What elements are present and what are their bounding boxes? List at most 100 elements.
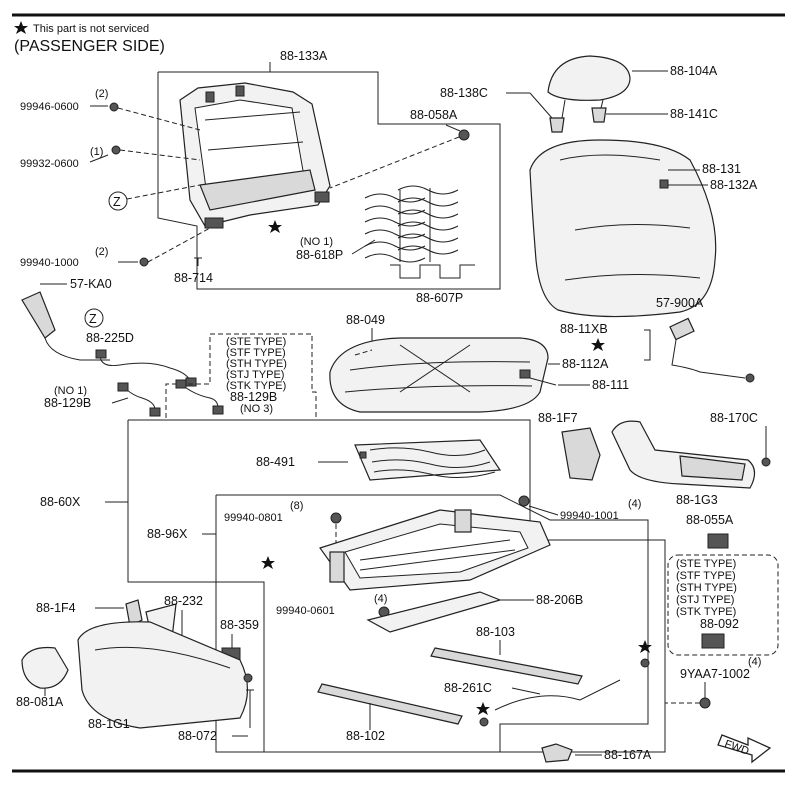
nut-icon — [518, 495, 530, 507]
no3: (NO 3) — [240, 403, 273, 415]
label-88-102: 88-102 — [346, 729, 385, 743]
star-note: This part is not serviced — [33, 23, 149, 35]
clip-icon — [659, 179, 669, 189]
label-88-232: 88-232 — [164, 594, 203, 608]
label-99940-1001: 99940-1001 — [560, 510, 619, 522]
label-88-058A: 88-058A — [410, 108, 458, 122]
forward-arrow-icon — [717, 734, 772, 764]
label-88-072: 88-072 — [178, 729, 217, 743]
label-88-049: 88-049 — [346, 313, 385, 327]
bolt-icon — [699, 697, 711, 709]
qty-9YAA7-1002: (4) — [748, 656, 761, 668]
headrest — [547, 55, 631, 119]
clip-icon — [458, 129, 470, 141]
label-88-11XB: 88-11XB — [560, 322, 608, 336]
label-88-60X: 88-60X — [40, 495, 81, 509]
bolt-icon — [479, 717, 489, 727]
wire-sub-harness — [175, 379, 224, 415]
adjuster-box — [215, 494, 649, 753]
label-88-1G1: 88-1G1 — [88, 717, 130, 731]
label-88-491: 88-491 — [256, 455, 295, 469]
side-airbag-module — [21, 291, 110, 361]
headrest-guide-icon — [591, 107, 607, 123]
star-icon — [476, 702, 490, 715]
label-57-KA0: 57-KA0 — [70, 277, 112, 291]
label-88-225D: 88-225D — [86, 331, 134, 345]
knob-cover — [21, 646, 69, 689]
label-88-129B-b: 88-129B — [44, 396, 91, 410]
qty-99932-0600: (1) — [90, 146, 103, 158]
star-icon — [14, 21, 28, 34]
seatbelt-buckle — [669, 317, 755, 383]
label-99932-0600: 99932-0600 — [20, 158, 79, 170]
connector-icon — [707, 533, 729, 549]
seat-spring-mat — [364, 185, 475, 279]
label-88-111: 88-111 — [592, 378, 629, 392]
bolt-icon — [111, 145, 121, 155]
label-99940-0601: 99940-0601 — [276, 605, 335, 617]
type-a-0: (STE TYPE) — [226, 336, 286, 348]
seatback-cushion — [529, 139, 717, 318]
label-88-103: 88-103 — [476, 625, 515, 639]
type-b-4: (STK TYPE) — [676, 606, 736, 618]
label-88-261C: 88-261C — [444, 681, 492, 695]
label-88-1G3: 88-1G3 — [676, 493, 718, 507]
label-88-129B-a: 88-129B — [230, 390, 277, 404]
label-57-900A: 57-900A — [656, 296, 704, 310]
star-icon — [591, 338, 605, 351]
seatback-frame-box — [157, 71, 501, 290]
star-icon — [638, 640, 652, 653]
type-a-2: (STH TYPE) — [226, 358, 287, 370]
type-a-4: (STK TYPE) — [226, 380, 286, 392]
label-88-092: 88-092 — [700, 617, 739, 631]
label-88-618P: 88-618P — [296, 248, 343, 262]
label-88-206B: 88-206B — [536, 593, 583, 607]
type-b-2: (STH TYPE) — [676, 582, 737, 594]
type-b-1: (STF TYPE) — [676, 570, 736, 582]
trim-cover-piece — [561, 427, 601, 481]
wire-sub-harness — [117, 382, 161, 417]
seat-adjuster-frame — [319, 509, 551, 591]
z-mark-b: Z — [89, 312, 97, 326]
label-88-133A: 88-133A — [280, 49, 328, 63]
seat-assembly-outline — [127, 419, 666, 753]
seat-side-shield — [77, 621, 249, 729]
qty-99946-0600: (2) — [95, 88, 108, 100]
seat-cushion — [329, 337, 549, 413]
label-99946-0600: 99946-0600 — [20, 101, 79, 113]
label-88-081A: 88-081A — [16, 695, 64, 709]
label-88-104A: 88-104A — [670, 64, 718, 78]
label-88-131: 88-131 — [702, 162, 741, 176]
label-88-132A: 88-132A — [710, 178, 758, 192]
bolt-icon — [640, 658, 650, 668]
type-a-3: (STJ TYPE) — [226, 369, 284, 381]
sensor-module-icon — [701, 633, 725, 649]
star-icon — [261, 556, 275, 569]
label-88-714: 88-714 — [174, 271, 213, 285]
label-88-607P: 88-607P — [416, 291, 463, 305]
seat-rail-left — [317, 683, 463, 725]
nut-icon — [139, 257, 149, 267]
label-88-359: 88-359 — [220, 618, 259, 632]
label-88-96X: 88-96X — [147, 527, 188, 541]
screw-icon — [761, 457, 771, 467]
type-box-right — [667, 554, 779, 656]
label-88-1F4: 88-1F4 — [36, 601, 76, 615]
bolt-icon — [109, 102, 119, 112]
label-99940-0801: 99940-0801 — [224, 512, 283, 524]
seat-cushion-spring-mat — [354, 439, 502, 481]
z-circle-icon — [84, 308, 104, 328]
fwd-label: FWD — [723, 738, 751, 758]
seat-rail-right — [430, 647, 583, 685]
qty-99940-0601: (4) — [374, 593, 387, 605]
z-mark-a: Z — [113, 195, 121, 209]
star-icon — [268, 220, 282, 233]
type-b-0: (STE TYPE) — [676, 558, 736, 570]
no1-b: (NO 1) — [54, 385, 87, 397]
nut-icon — [330, 512, 342, 524]
type-a-1: (STF TYPE) — [226, 347, 286, 359]
label-99940-1000: 99940-1000 — [20, 257, 79, 269]
qty-99940-1001: (4) — [628, 498, 641, 510]
